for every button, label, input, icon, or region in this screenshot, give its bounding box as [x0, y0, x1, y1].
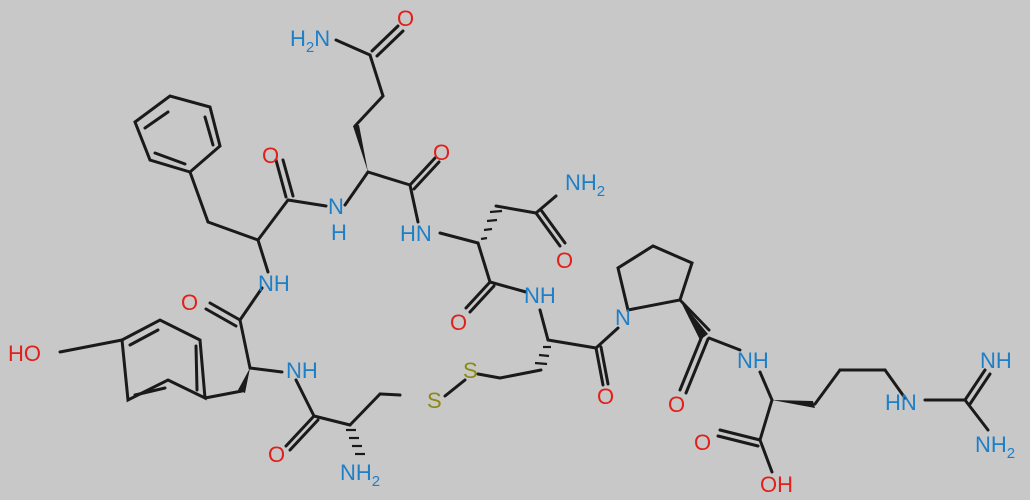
- carbonyl-tyr-label: O: [181, 290, 198, 315]
- bond-layer: [58, 24, 992, 474]
- carbonyl-acid-label: O: [694, 430, 711, 455]
- carbonyl-gln-side-label: O: [397, 6, 414, 31]
- hydroxyl-label: HO: [8, 341, 41, 366]
- nh2-amine-label: NH2: [340, 460, 380, 490]
- nh2-guan-label: NH2: [975, 432, 1015, 462]
- nh-cys-label: NH: [524, 283, 556, 308]
- carbonyl-asn-side-label: O: [556, 248, 573, 273]
- nh-imine-label: NH: [980, 348, 1012, 373]
- n-pro-label: N: [615, 305, 631, 330]
- nh-asn-label: HN: [400, 221, 432, 246]
- carbonyl-asn-label: O: [450, 310, 467, 335]
- nh-gln-h-label: H: [331, 220, 347, 245]
- amide-nh2-top-label: H2N: [290, 26, 330, 56]
- carbonyl-gln-label: O: [433, 140, 450, 165]
- nh-guan-label: HN: [885, 390, 917, 415]
- nh-tyr-label: NH: [286, 358, 318, 383]
- acid-oh-label: OH: [760, 472, 793, 497]
- sulfur-1-label: S: [463, 358, 478, 383]
- phenyl-inner-bonds: [143, 110, 170, 130]
- amide-nh2-asn-label: NH2: [565, 170, 605, 200]
- carbonyl-pro-label: O: [668, 392, 685, 417]
- atom-labels: H2N O O O N H NH2 HN O NH O NH O N HO NH…: [8, 6, 1015, 497]
- nh-phe-label: NH: [258, 271, 290, 296]
- carbonyl-cys6-label: O: [597, 384, 614, 409]
- nh-arg-label: NH: [737, 348, 769, 373]
- carbonyl-phe-label: O: [262, 143, 279, 168]
- sulfur-2-label: S: [427, 388, 442, 413]
- nh-gln-label: N: [328, 194, 344, 219]
- phenyl-ring: [133, 94, 222, 174]
- carbonyl-cys1-label: O: [268, 442, 285, 467]
